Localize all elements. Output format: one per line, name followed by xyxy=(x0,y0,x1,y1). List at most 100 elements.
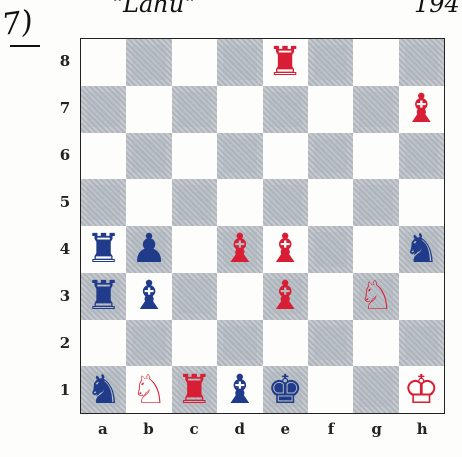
square-g5[interactable] xyxy=(353,179,398,226)
red-rook-icon[interactable]: ♜ xyxy=(267,42,303,82)
square-c3[interactable] xyxy=(172,273,217,320)
square-c4[interactable] xyxy=(172,226,217,273)
square-d2[interactable] xyxy=(217,320,262,367)
diagram-number: 7) xyxy=(0,4,35,43)
square-c8[interactable] xyxy=(172,39,217,86)
square-h5[interactable] xyxy=(399,179,444,226)
header-note: "Lahu" xyxy=(112,0,195,18)
blue-pawn-icon[interactable]: ♟ xyxy=(131,229,167,269)
red-knight-icon[interactable]: ♘ xyxy=(358,276,394,316)
chess-board[interactable]: ♜♝♜♟♝♝♞♜♝♝♘♞♘♜♝♚♔ xyxy=(80,38,445,414)
square-e7[interactable] xyxy=(263,86,308,133)
square-b5[interactable] xyxy=(126,179,171,226)
square-b8[interactable] xyxy=(126,39,171,86)
red-bishop-icon[interactable]: ♝ xyxy=(403,89,439,129)
square-h4[interactable]: ♞ xyxy=(399,226,444,273)
square-a2[interactable] xyxy=(81,320,126,367)
square-d6[interactable] xyxy=(217,133,262,180)
square-g8[interactable] xyxy=(353,39,398,86)
square-h6[interactable] xyxy=(399,133,444,180)
square-g2[interactable] xyxy=(353,320,398,367)
square-b4[interactable]: ♟ xyxy=(126,226,171,273)
rank-label: 2 xyxy=(56,334,74,352)
square-a6[interactable] xyxy=(81,133,126,180)
blue-bishop-icon[interactable]: ♝ xyxy=(131,276,167,316)
square-b7[interactable] xyxy=(126,86,171,133)
square-a1[interactable]: ♞ xyxy=(81,366,126,413)
square-e2[interactable] xyxy=(263,320,308,367)
square-c7[interactable] xyxy=(172,86,217,133)
square-f4[interactable] xyxy=(308,226,353,273)
square-f8[interactable] xyxy=(308,39,353,86)
square-e8[interactable]: ♜ xyxy=(263,39,308,86)
file-label: b xyxy=(125,420,171,438)
rank-label: 8 xyxy=(56,52,74,70)
rank-label: 4 xyxy=(56,240,74,258)
square-d3[interactable] xyxy=(217,273,262,320)
square-b3[interactable]: ♝ xyxy=(126,273,171,320)
rank-label: 7 xyxy=(56,99,74,117)
square-g3[interactable]: ♘ xyxy=(353,273,398,320)
square-d7[interactable] xyxy=(217,86,262,133)
square-h8[interactable] xyxy=(399,39,444,86)
square-e5[interactable] xyxy=(263,179,308,226)
square-b1[interactable]: ♘ xyxy=(126,366,171,413)
square-d5[interactable] xyxy=(217,179,262,226)
diagram-number-underline xyxy=(10,44,40,48)
square-c5[interactable] xyxy=(172,179,217,226)
square-e3[interactable]: ♝ xyxy=(263,273,308,320)
blue-rook-icon[interactable]: ♜ xyxy=(86,229,122,269)
square-g4[interactable] xyxy=(353,226,398,273)
square-g1[interactable] xyxy=(353,366,398,413)
square-c1[interactable]: ♜ xyxy=(172,366,217,413)
blue-bishop-icon[interactable]: ♝ xyxy=(222,370,258,410)
square-e4[interactable]: ♝ xyxy=(263,226,308,273)
square-c2[interactable] xyxy=(172,320,217,367)
red-bishop-icon[interactable]: ♝ xyxy=(267,229,303,269)
blue-king-icon[interactable]: ♚ xyxy=(267,370,303,410)
file-label: f xyxy=(308,420,354,438)
file-label: h xyxy=(399,420,445,438)
red-rook-icon[interactable]: ♜ xyxy=(177,370,213,410)
red-king-icon[interactable]: ♔ xyxy=(403,370,439,410)
square-f6[interactable] xyxy=(308,133,353,180)
square-a4[interactable]: ♜ xyxy=(81,226,126,273)
blue-knight-icon[interactable]: ♞ xyxy=(86,370,122,410)
rank-label: 1 xyxy=(56,381,74,399)
square-f3[interactable] xyxy=(308,273,353,320)
square-d8[interactable] xyxy=(217,39,262,86)
page-number: 194 xyxy=(414,0,460,18)
square-d1[interactable]: ♝ xyxy=(217,366,262,413)
square-f2[interactable] xyxy=(308,320,353,367)
square-g6[interactable] xyxy=(353,133,398,180)
file-label: e xyxy=(262,420,308,438)
square-g7[interactable] xyxy=(353,86,398,133)
square-e6[interactable] xyxy=(263,133,308,180)
square-b2[interactable] xyxy=(126,320,171,367)
square-f7[interactable] xyxy=(308,86,353,133)
square-h2[interactable] xyxy=(399,320,444,367)
blue-knight-icon[interactable]: ♞ xyxy=(403,229,439,269)
square-b6[interactable] xyxy=(126,133,171,180)
square-a5[interactable] xyxy=(81,179,126,226)
red-bishop-icon[interactable]: ♝ xyxy=(222,229,258,269)
square-c6[interactable] xyxy=(172,133,217,180)
square-f5[interactable] xyxy=(308,179,353,226)
square-d4[interactable]: ♝ xyxy=(217,226,262,273)
red-knight-icon[interactable]: ♘ xyxy=(131,370,167,410)
rank-label: 6 xyxy=(56,146,74,164)
square-h7[interactable]: ♝ xyxy=(399,86,444,133)
red-bishop-icon[interactable]: ♝ xyxy=(267,276,303,316)
square-e1[interactable]: ♚ xyxy=(263,366,308,413)
square-h3[interactable] xyxy=(399,273,444,320)
square-a7[interactable] xyxy=(81,86,126,133)
rank-label: 5 xyxy=(56,193,74,211)
file-label: d xyxy=(217,420,263,438)
square-f1[interactable] xyxy=(308,366,353,413)
file-label: g xyxy=(354,420,400,438)
square-h1[interactable]: ♔ xyxy=(399,366,444,413)
square-a8[interactable] xyxy=(81,39,126,86)
square-a3[interactable]: ♜ xyxy=(81,273,126,320)
blue-rook-icon[interactable]: ♜ xyxy=(86,276,122,316)
file-label: a xyxy=(80,420,126,438)
